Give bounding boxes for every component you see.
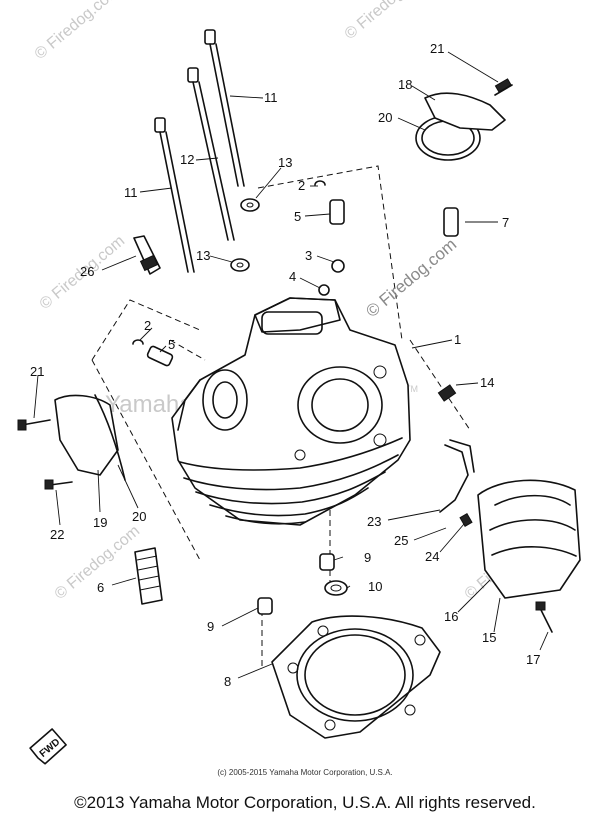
cylinder-head bbox=[171, 297, 411, 526]
washers bbox=[230, 198, 260, 272]
callout-20b: 20 bbox=[132, 509, 146, 524]
callout-5b: 5 bbox=[168, 337, 175, 352]
callout-21a: 21 bbox=[430, 41, 444, 56]
head-gasket bbox=[271, 615, 441, 739]
callout-7: 7 bbox=[502, 215, 509, 230]
callout-11a: 11 bbox=[264, 90, 278, 105]
bracket bbox=[439, 439, 475, 528]
callout-2a: 2 bbox=[298, 178, 305, 193]
callout-22: 22 bbox=[50, 527, 64, 542]
callout-9b: 9 bbox=[207, 619, 214, 634]
callout-5a: 5 bbox=[294, 209, 301, 224]
valve-cover-right bbox=[415, 78, 513, 161]
callout-3: 3 bbox=[305, 248, 312, 263]
watermark-firedog-1: © Firedog.com bbox=[32, 0, 123, 63]
footer-copyright: ©2013 Yamaha Motor Corporation, U.S.A. A… bbox=[74, 793, 536, 812]
callout-20a: 20 bbox=[378, 110, 392, 125]
callout-17: 17 bbox=[526, 652, 540, 667]
callout-12: 12 bbox=[180, 152, 194, 167]
fwd-arrow-badge: FWD bbox=[29, 728, 67, 765]
callout-2b: 2 bbox=[144, 318, 151, 333]
callout-19: 19 bbox=[93, 515, 107, 530]
leader-lines bbox=[33, 51, 549, 679]
footer-small-copyright: (c) 2005-2015 Yamaha Motor Corporation, … bbox=[217, 768, 393, 777]
small-parts bbox=[132, 180, 459, 615]
callout-1: 1 bbox=[454, 332, 461, 347]
watermark-firedog-2: © Firedog.com bbox=[342, 0, 433, 43]
callout-8: 8 bbox=[224, 674, 231, 689]
callout-13a: 13 bbox=[278, 155, 292, 170]
callout-11b: 11 bbox=[124, 185, 138, 200]
callout-13b: 13 bbox=[196, 248, 210, 263]
callout-23: 23 bbox=[367, 514, 381, 529]
callout-4: 4 bbox=[289, 269, 296, 284]
callout-21b: 21 bbox=[30, 364, 44, 379]
callout-26: 26 bbox=[80, 264, 94, 279]
callout-18: 18 bbox=[398, 77, 412, 92]
callout-9a: 9 bbox=[364, 550, 371, 565]
callout-14: 14 bbox=[480, 375, 494, 390]
callout-25: 25 bbox=[394, 533, 408, 548]
callout-6: 6 bbox=[97, 580, 104, 595]
callout-24: 24 bbox=[425, 549, 439, 564]
watermark-tm: TM bbox=[405, 384, 418, 394]
spark-plug bbox=[133, 235, 161, 275]
callout-10: 10 bbox=[368, 579, 382, 594]
callout-15: 15 bbox=[482, 630, 496, 645]
callout-16: 16 bbox=[444, 609, 458, 624]
head-bolts bbox=[154, 29, 245, 273]
side-cover bbox=[477, 479, 581, 633]
valve-cover-left bbox=[17, 394, 126, 490]
callout-numbers: 21 18 20 11 12 11 13 2 5 7 3 4 13 26 1 2… bbox=[30, 41, 540, 689]
watermark-site: © Firedog.com bbox=[362, 235, 460, 321]
